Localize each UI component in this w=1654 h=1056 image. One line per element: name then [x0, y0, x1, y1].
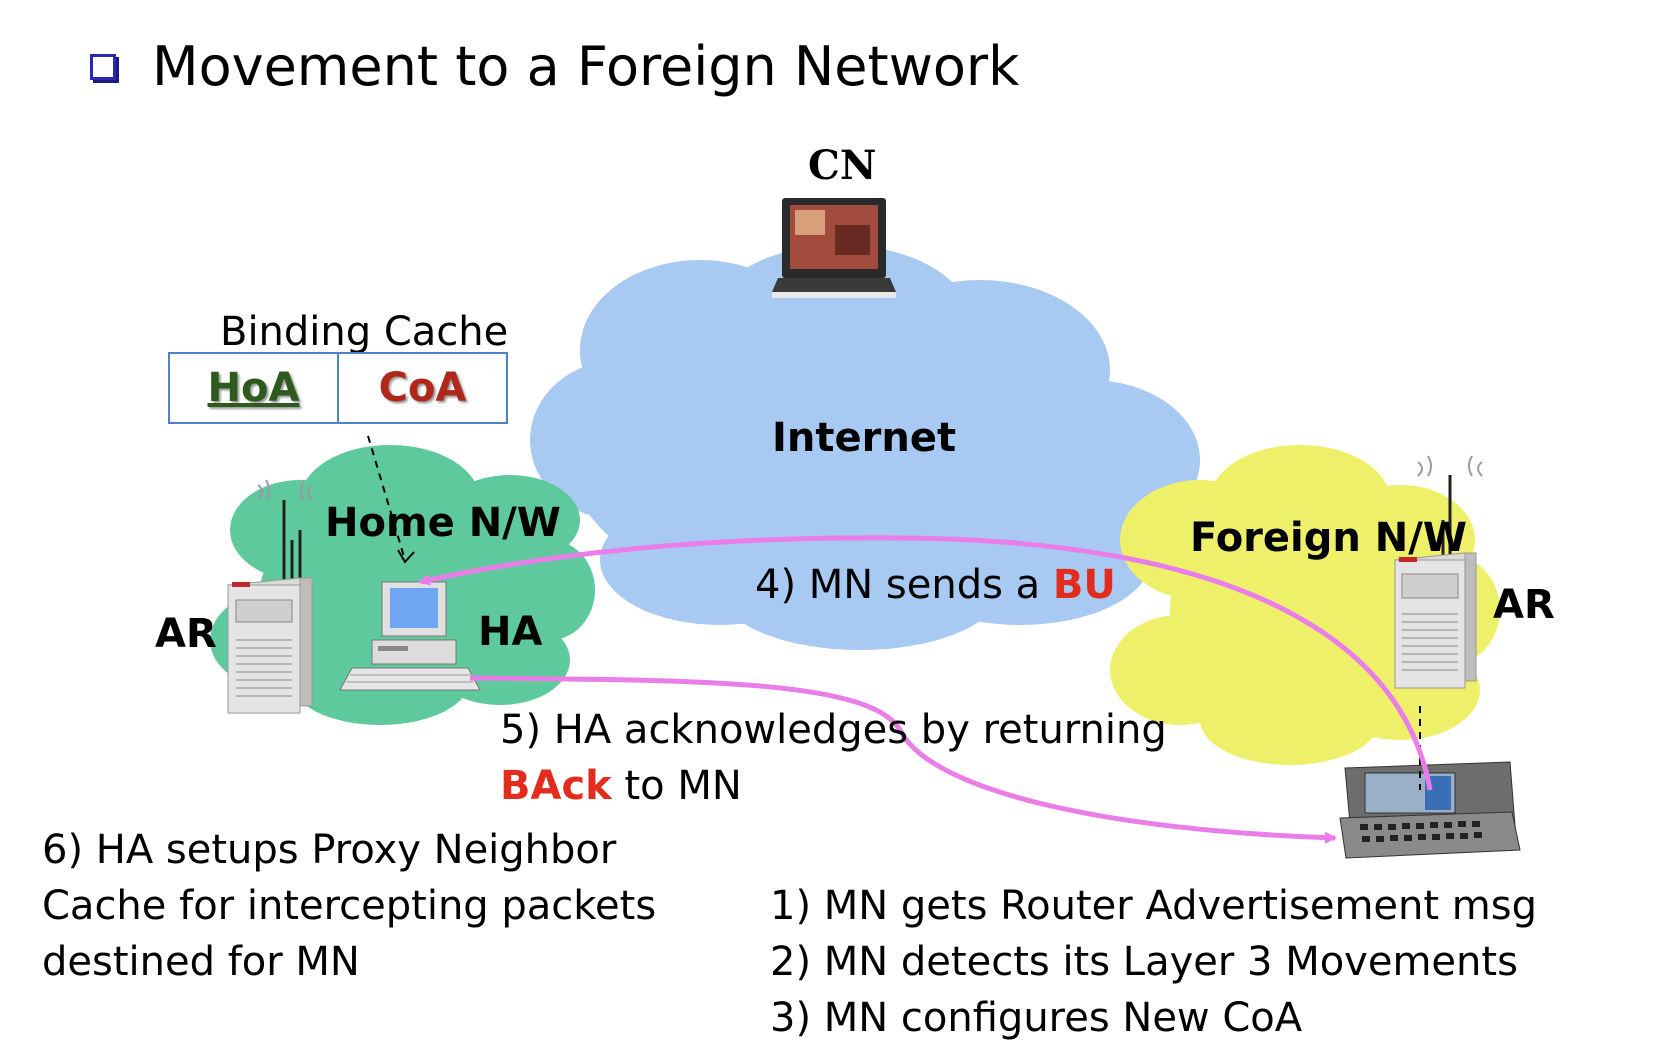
foreign-network-label: Foreign N/W — [1190, 515, 1467, 561]
step-4-text: 4) MN sends a BU — [755, 565, 1116, 605]
binding-cache-hoa-cell: HoA — [207, 365, 300, 411]
cn-laptop-icon — [772, 198, 896, 298]
foreign-network-cloud — [1110, 445, 1500, 765]
step-4-prefix: 4) MN sends a — [755, 562, 1053, 608]
binding-ack-arrow — [469, 675, 1337, 844]
title-bullet-icon — [90, 54, 116, 80]
home-router-label: AR — [155, 611, 217, 657]
step-5-back-highlight: BAck — [500, 763, 612, 809]
home-network-label: Home N/W — [325, 500, 561, 546]
foreign-router-icon — [1393, 455, 1483, 689]
step-6-line-1: 6) HA setups Proxy Neighbor — [42, 827, 617, 873]
mobile-node-device-icon — [1339, 761, 1521, 859]
step-1-text: 1) MN gets Router Advertisement msg — [770, 883, 1537, 929]
step-6-line-2: Cache for intercepting packets — [42, 883, 657, 929]
step-5-line-2: BAck to MN — [500, 766, 742, 806]
binding-update-arrow — [418, 535, 1433, 791]
home-agent-computer-icon — [339, 581, 481, 691]
binding-cache-pointer-arrowhead — [397, 549, 415, 564]
page-title: Movement to a Foreign Network — [152, 35, 1020, 98]
step-5-line-1: 5) HA acknowledges by returning — [500, 707, 1167, 753]
step-2-text: 2) MN detects its Layer 3 Movements — [770, 939, 1518, 985]
binding-cache-table: HoA CoA — [168, 352, 508, 424]
home-router-icon — [226, 479, 314, 714]
foreign-router-label: AR — [1493, 582, 1555, 628]
internet-cloud — [530, 245, 1200, 650]
binding-cache-label: Binding Cache — [220, 309, 509, 355]
step-6-line-3: destined for MN — [42, 939, 360, 985]
binding-cache-coa-cell: CoA — [337, 354, 506, 422]
internet-label: Internet — [772, 415, 957, 461]
step-3-text: 3) MN configures New CoA — [770, 995, 1303, 1041]
step-4-bu-highlight: BU — [1052, 562, 1116, 608]
cn-label: CN — [808, 142, 877, 189]
step-5-suffix: to MN — [611, 763, 742, 809]
home-agent-label: HA — [478, 609, 543, 655]
binding-cache-pointer-line — [367, 435, 406, 561]
